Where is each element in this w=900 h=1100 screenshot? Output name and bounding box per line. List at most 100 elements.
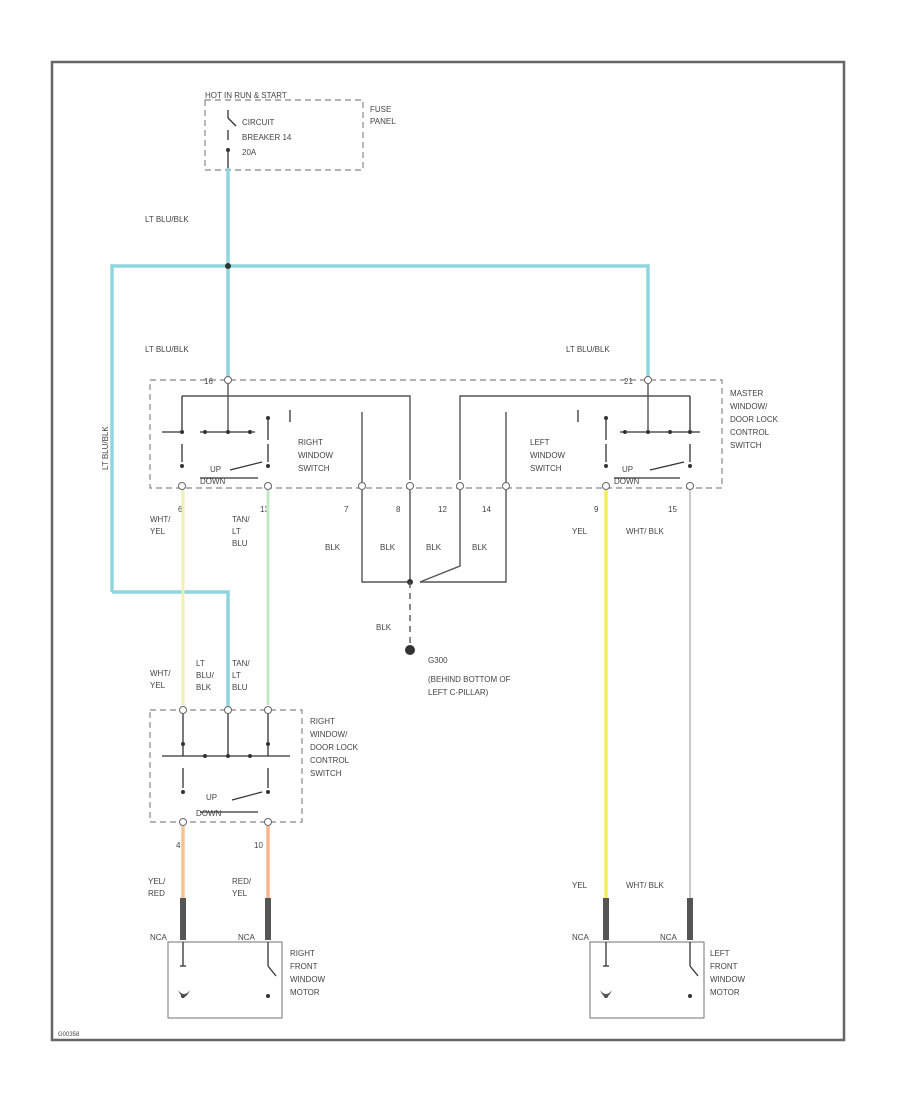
ls-label-2: WINDOW bbox=[530, 451, 566, 460]
rdoor-in-2a: LT bbox=[196, 659, 205, 668]
rs-label-2: WINDOW bbox=[298, 451, 334, 460]
feed-wiring: LT BLU/BLK LT BLU/BLK LT BLU/BLK LT BLU/… bbox=[101, 168, 650, 708]
rm-label-3: WINDOW bbox=[290, 975, 326, 984]
ground-section: BLK BLK BLK BLK BLK G300 (BEHIND BOTTOM … bbox=[325, 490, 511, 697]
lm-label-3: WINDOW bbox=[710, 975, 746, 984]
rm-left-label-1: YEL/ bbox=[148, 877, 166, 886]
rdoor-in-3a: TAN/ bbox=[232, 659, 250, 668]
right-front-window-motor: RIGHT FRONT WINDOW MOTOR bbox=[167, 941, 326, 1019]
lm-label-1: LEFT bbox=[710, 949, 730, 958]
left-front-window-motor: LEFT FRONT WINDOW MOTOR bbox=[589, 941, 746, 1019]
feed-wire-label: LT BLU/BLK bbox=[145, 215, 189, 224]
rm-conn-left: NCA bbox=[150, 933, 168, 942]
pin-rdoor-right: 10 bbox=[254, 841, 263, 850]
right-drop-label: LT BLU/BLK bbox=[566, 345, 610, 354]
pin-master-right-feed: 21 bbox=[624, 377, 633, 386]
lm-conn-left: NCA bbox=[572, 933, 590, 942]
master-label-1: MASTER bbox=[730, 389, 764, 398]
right-door-switch: WHT/ YEL LT BLU/ BLK TAN/ LT BLU UP DOWN… bbox=[149, 659, 359, 826]
breaker-label-3: 20A bbox=[242, 148, 257, 157]
pin-master-left-feed: 16 bbox=[204, 377, 213, 386]
ls-label-3: SWITCH bbox=[530, 464, 562, 473]
ls-up: UP bbox=[622, 465, 633, 474]
pin-g3: 12 bbox=[438, 505, 447, 514]
rs-label-1: RIGHT bbox=[298, 438, 323, 447]
ground-id: G300 bbox=[428, 656, 448, 665]
pin-ls-right: 15 bbox=[668, 505, 677, 514]
master-switch: MASTER WINDOW/ DOOR LOCK CONTROL SWITCH … bbox=[149, 376, 779, 490]
pin-g1: 7 bbox=[344, 505, 349, 514]
rm-label-4: MOTOR bbox=[290, 988, 320, 997]
pin-g2: 8 bbox=[396, 505, 401, 514]
rm-label-1: RIGHT bbox=[290, 949, 315, 958]
motor-symbol-right bbox=[178, 990, 190, 997]
rdoor-in-1b: YEL bbox=[150, 681, 166, 690]
pin-ls-left: 9 bbox=[594, 505, 599, 514]
ground-location-2: LEFT C-PILLAR) bbox=[428, 688, 489, 697]
rm-conn-right: NCA bbox=[238, 933, 256, 942]
rdoor-label-3: DOOR LOCK bbox=[310, 743, 359, 752]
ground-drop-label: BLK bbox=[376, 623, 392, 632]
fuse-panel: HOT IN RUN & START CIRCUIT BREAKER 14 20… bbox=[204, 91, 396, 171]
ground-location-1: (BEHIND BOTTOM OF bbox=[428, 675, 511, 684]
rm-left-label-2: RED bbox=[148, 889, 165, 898]
figure-code: G00358 bbox=[58, 1032, 80, 1038]
right-door-feed-wire bbox=[112, 590, 230, 708]
ls-out-left-label: YEL bbox=[572, 527, 588, 536]
lm-label-2: FRONT bbox=[710, 962, 738, 971]
pin-g4: 14 bbox=[482, 505, 491, 514]
ls-label-1: LEFT bbox=[530, 438, 550, 447]
right-window-switch: UP DOWN RIGHT WINDOW SWITCH bbox=[162, 384, 411, 486]
diagram-frame bbox=[50, 60, 846, 1042]
rs-out-left-label-2: YEL bbox=[150, 527, 166, 536]
rs-out-left-label-1: WHT/ bbox=[150, 515, 171, 524]
rs-out-right-label-3: BLU bbox=[232, 539, 248, 548]
rm-label-2: FRONT bbox=[290, 962, 318, 971]
pin-rs-right: 13 bbox=[260, 505, 269, 514]
hot-label: HOT IN RUN & START bbox=[205, 91, 287, 100]
lm-right-label: WHT/ BLK bbox=[626, 881, 664, 890]
vertical-wire-label: LT BLU/BLK bbox=[101, 426, 110, 470]
rs-down: DOWN bbox=[200, 477, 226, 486]
master-label-2: WINDOW/ bbox=[730, 402, 768, 411]
rs-out-right-label-2: LT bbox=[232, 527, 241, 536]
master-label-5: SWITCH bbox=[730, 441, 762, 450]
fuse-panel-label-1: FUSE bbox=[370, 105, 391, 114]
rs-up: UP bbox=[210, 465, 221, 474]
breaker-label-1: CIRCUIT bbox=[242, 118, 275, 127]
rdoor-label-4: CONTROL bbox=[310, 756, 350, 765]
rdoor-in-3c: BLU bbox=[232, 683, 248, 692]
pin-rdoor-left: 4 bbox=[176, 841, 181, 850]
rm-right-label-1: RED/ bbox=[232, 877, 252, 886]
rs-out-right-label-1: TAN/ bbox=[232, 515, 250, 524]
ground-wire-label-2: BLK bbox=[380, 543, 396, 552]
feed-bus-wire bbox=[110, 264, 650, 592]
rdoor-in-2b: BLU/ bbox=[196, 671, 215, 680]
master-label-3: DOOR LOCK bbox=[730, 415, 779, 424]
rdoor-up: UP bbox=[206, 793, 217, 802]
fuse-panel-label-2: PANEL bbox=[370, 117, 396, 126]
left-window-switch: UP DOWN LEFT WINDOW SWITCH bbox=[459, 384, 700, 486]
rdoor-label-5: SWITCH bbox=[310, 769, 342, 778]
master-label-4: CONTROL bbox=[730, 428, 770, 437]
ground-wire-label-4: BLK bbox=[472, 543, 488, 552]
breaker-label-2: BREAKER 14 bbox=[242, 133, 292, 142]
ls-out-right-label: WHT/ BLK bbox=[626, 527, 664, 536]
ground-wire-label-1: BLK bbox=[325, 543, 341, 552]
motor-symbol-left bbox=[600, 990, 612, 997]
rdoor-in-2c: BLK bbox=[196, 683, 212, 692]
rdoor-in-3b: LT bbox=[232, 671, 241, 680]
pin-rs-left: 6 bbox=[178, 505, 183, 514]
ls-down: DOWN bbox=[614, 477, 640, 486]
rdoor-label-2: WINDOW/ bbox=[310, 730, 348, 739]
rs-label-3: SWITCH bbox=[298, 464, 330, 473]
rdoor-down: DOWN bbox=[196, 809, 222, 818]
left-drop-label: LT BLU/BLK bbox=[145, 345, 189, 354]
ground-wire-label-3: BLK bbox=[426, 543, 442, 552]
lm-conn-right: NCA bbox=[660, 933, 678, 942]
rdoor-in-1a: WHT/ bbox=[150, 669, 171, 678]
lm-left-label: YEL bbox=[572, 881, 588, 890]
rm-right-label-2: YEL bbox=[232, 889, 248, 898]
lm-label-4: MOTOR bbox=[710, 988, 740, 997]
